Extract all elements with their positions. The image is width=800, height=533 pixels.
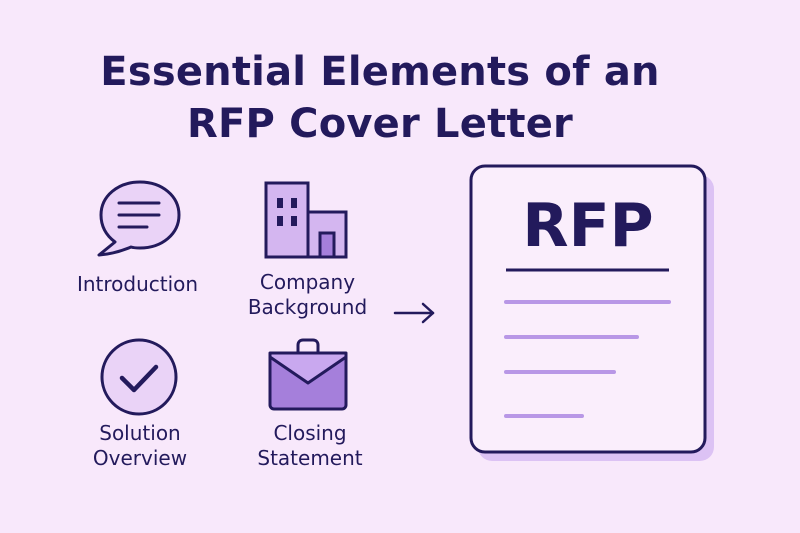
document-heading: RFP: [522, 191, 654, 261]
speech-bubble-icon: [97, 180, 181, 257]
closing-statement-line-1: Closing: [273, 421, 347, 445]
title-line-2: RFP Cover Letter: [187, 101, 573, 147]
solution-overview-line-1: Solution: [99, 421, 181, 445]
title-line-1: Essential Elements of an: [100, 49, 660, 95]
solution-overview-line-2: Overview: [92, 446, 188, 470]
building-icon: [264, 181, 348, 259]
closing-statement-line-2: Statement: [257, 446, 363, 470]
arrow-right-icon: [393, 302, 435, 324]
company-background-line-2: Background: [247, 295, 368, 319]
page-title: Essential Elements of an RFP Cover Lette…: [60, 46, 700, 150]
solution-overview-label: Solution Overview: [70, 421, 210, 471]
introduction-label: Introduction: [76, 272, 199, 296]
company-background-label: Company Background: [235, 270, 380, 320]
checkmark-circle-icon: [100, 338, 178, 416]
briefcase-icon: [268, 338, 348, 411]
document-icon: [469, 164, 714, 461]
closing-statement-label: Closing Statement: [235, 421, 385, 471]
company-background-line-1: Company: [259, 270, 356, 294]
